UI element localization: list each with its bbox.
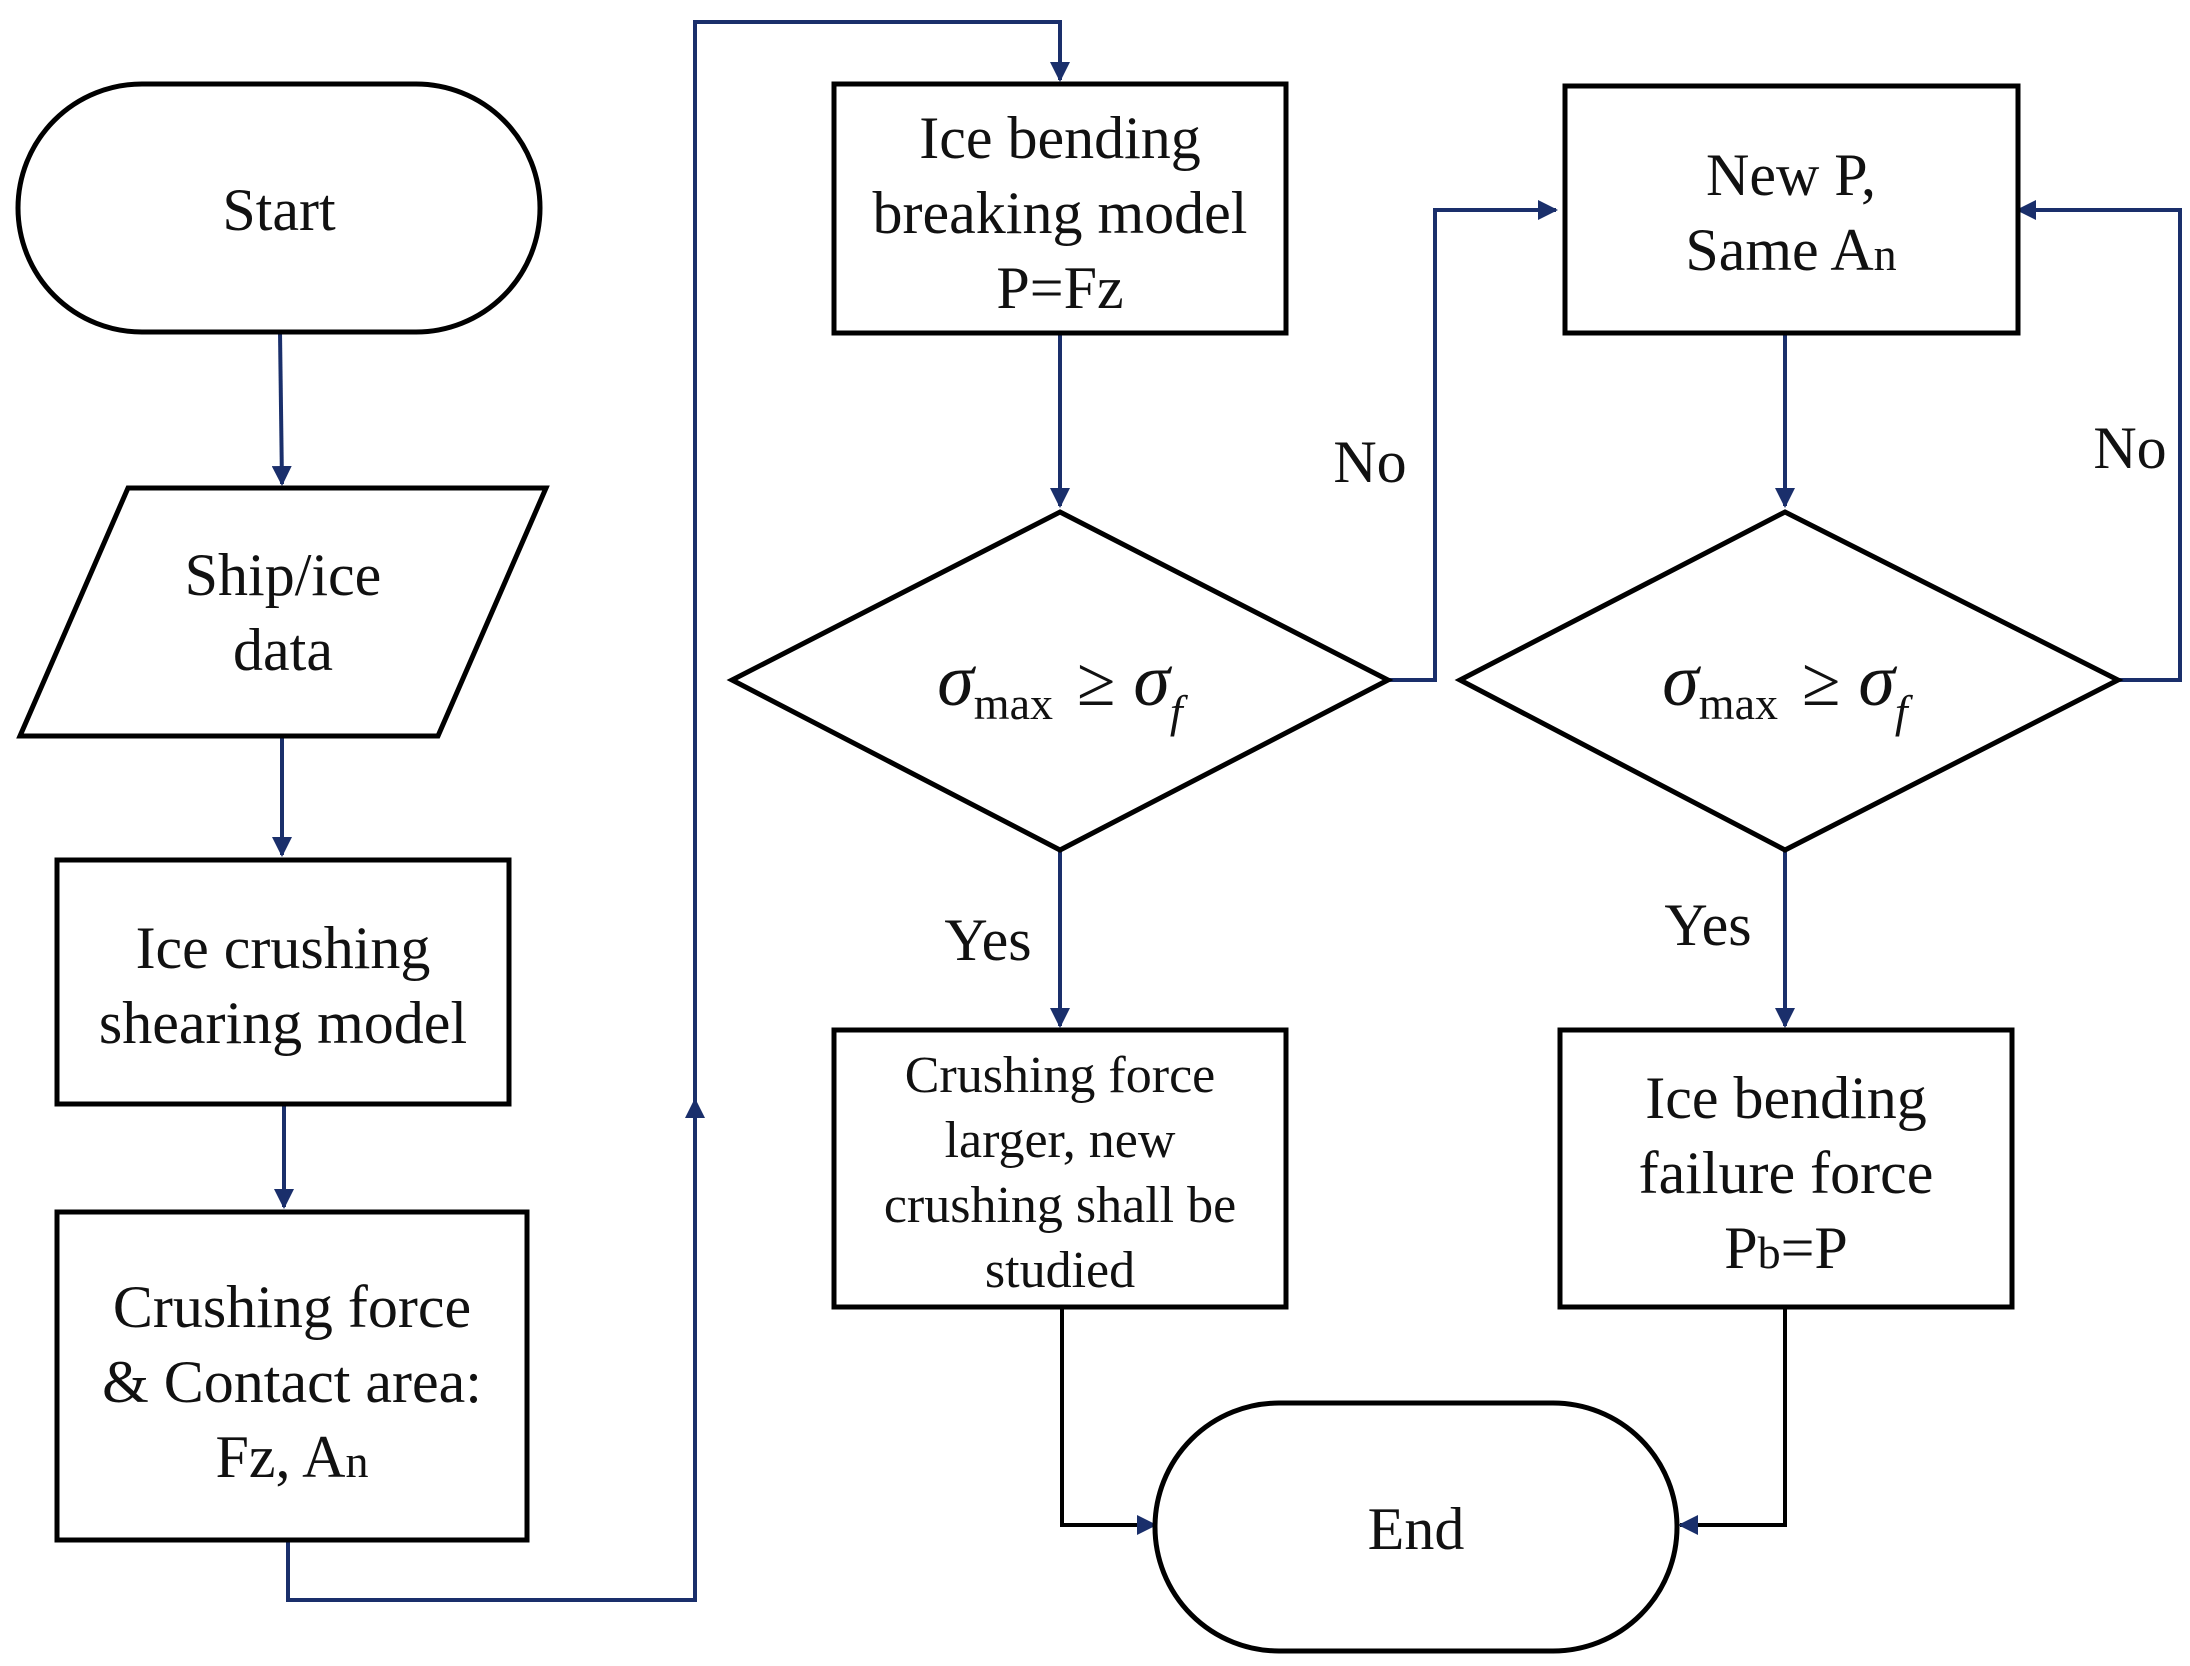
connector-start-to-data xyxy=(271,331,292,486)
end-terminal: End xyxy=(1152,1400,1680,1654)
crushing-larger-label-line-3: crushing shall be xyxy=(884,1177,1236,1234)
end-label: End xyxy=(1368,1496,1465,1562)
bending-failure-label-line-3: Pb=P xyxy=(1724,1215,1848,1281)
ice-bending-failure-force: Ice bending failure force Pb=P xyxy=(1557,1027,2015,1310)
crushing-force-label-line-2: & Contact area: xyxy=(102,1349,482,1415)
sigma-max-symbol: σ xyxy=(937,640,976,722)
sigma-f-symbol-2: σ xyxy=(1858,640,1897,722)
yes-label-2: Yes xyxy=(1664,892,1751,958)
sigma-f-symbol: σ xyxy=(1133,640,1172,722)
ice-crushing-shearing-model: Ice crushing shearing model xyxy=(54,857,512,1107)
ice-crushing-label-line-2: shearing model xyxy=(99,990,467,1056)
no-label-1: No xyxy=(1333,429,1406,495)
crushing-force-label-line-1: Crushing force xyxy=(113,1274,471,1340)
an-subscript: n xyxy=(346,1436,369,1487)
pb-subscript: b xyxy=(1758,1227,1781,1278)
crushing-force-contact-area: Crushing force & Contact area: Fz, An xyxy=(54,1209,530,1543)
decision-stress-check-1: σmax≥σf xyxy=(726,509,1394,853)
fz-an-text: Fz, A xyxy=(215,1424,345,1490)
crushing-larger-label-line-2: larger, new xyxy=(945,1112,1176,1169)
max-subscript-2: max xyxy=(1699,678,1778,729)
geq-symbol-2: ≥ xyxy=(1802,644,1840,721)
new-p-an-subscript: n xyxy=(1874,229,1897,280)
no-label-2: No xyxy=(2093,415,2166,481)
bending-model-label-line-1: Ice bending xyxy=(919,105,1201,171)
start-label: Start xyxy=(222,177,336,243)
decision-stress-check-2: σmax≥σf xyxy=(1454,509,2124,853)
new-p-label-line-1: New P, xyxy=(1706,142,1876,208)
start-terminal: Start xyxy=(15,81,543,335)
ice-bending-breaking-model: Ice bending breaking model P=Fz xyxy=(831,81,1289,336)
sigma-max-symbol-2: σ xyxy=(1662,640,1701,722)
crushing-force-larger-outcome: Crushing force larger, new crushing shal… xyxy=(831,1027,1289,1310)
p-text: P xyxy=(1724,1215,1757,1281)
ice-crushing-label-line-1: Ice crushing xyxy=(136,915,431,981)
connector-decision-2-no-loop xyxy=(2016,200,2182,682)
ship-ice-data-input: Ship/ice data xyxy=(16,485,550,739)
crushing-larger-label-line-1: Crushing force xyxy=(905,1047,1215,1104)
equals-p-text: =P xyxy=(1781,1215,1848,1281)
bending-failure-label-line-1: Ice bending xyxy=(1645,1065,1927,1131)
connector-decision-1-no-to-new-p xyxy=(1388,200,1558,682)
new-p-label-line-2: Same An xyxy=(1685,217,1896,283)
connector-crushing-larger-to-end xyxy=(1060,1307,1157,1535)
connector-bending-failure-to-end xyxy=(1678,1307,1787,1535)
bending-model-label-line-3: P=Fz xyxy=(996,255,1123,321)
new-p-same-an: New P, Same An xyxy=(1562,83,2021,336)
crushing-larger-label-line-4: studied xyxy=(985,1242,1135,1299)
decision-2-condition: σmax≥σf xyxy=(1662,640,1914,737)
ship-ice-data-label-line-1: Ship/ice xyxy=(185,542,382,608)
connector-force-to-bending-model xyxy=(286,20,1070,1602)
yes-label-1: Yes xyxy=(944,907,1031,973)
same-a-text: Same A xyxy=(1685,217,1873,283)
max-subscript: max xyxy=(974,678,1053,729)
geq-symbol: ≥ xyxy=(1077,644,1115,721)
ship-ice-data-label-line-2: data xyxy=(233,617,333,683)
crushing-force-label-line-3: Fz, An xyxy=(215,1424,368,1490)
bending-failure-label-line-2: failure force xyxy=(1639,1140,1934,1206)
bending-model-label-line-2: breaking model xyxy=(873,180,1248,246)
